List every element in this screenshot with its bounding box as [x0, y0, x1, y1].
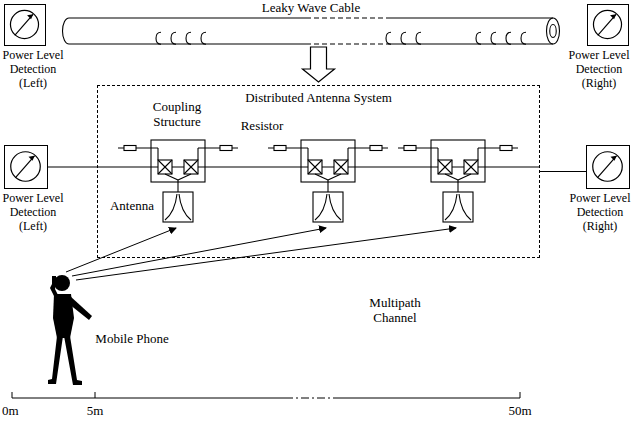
connector [540, 171, 586, 172]
power-meter: Power Level Detection (Left) [4, 4, 46, 46]
connector [48, 167, 97, 168]
part-label: Resistor [232, 119, 292, 134]
part-label: Multipath Channel [356, 296, 434, 326]
part-label: Mobile Phone [92, 332, 172, 347]
connector [303, 47, 335, 82]
power-meter: Power Level Detection (Left) [4, 145, 48, 189]
distance-scale [12, 392, 520, 398]
scale-label: 5m [75, 404, 115, 419]
node-shape [5, 146, 47, 188]
multipath-arrows [66, 228, 456, 280]
node-shape [5, 5, 45, 45]
cable-label: Leaky Wave Cable [56, 1, 566, 16]
meter-label: Power Level Detection (Left) [0, 49, 66, 90]
leaky-cable: Leaky Wave Cable [56, 18, 566, 44]
meter-label: Power Level Detection (Left) [0, 192, 66, 233]
power-meter: Power Level Detection (Right) [587, 4, 629, 46]
scale-label: 0m [2, 404, 32, 419]
coupling-structures [118, 140, 518, 222]
meter-label: Power Level Detection (Right) [567, 192, 633, 233]
node-shape [56, 18, 566, 44]
part-label: Antenna [104, 199, 160, 214]
part-label: Coupling Structure [140, 100, 214, 130]
node-shape [587, 146, 629, 188]
power-meter: Power Level Detection (Right) [586, 145, 630, 189]
node-shape [588, 5, 628, 45]
scale-label: 50m [495, 404, 545, 419]
meter-label: Power Level Detection (Right) [566, 49, 632, 90]
mobile-phone-person [48, 275, 92, 385]
